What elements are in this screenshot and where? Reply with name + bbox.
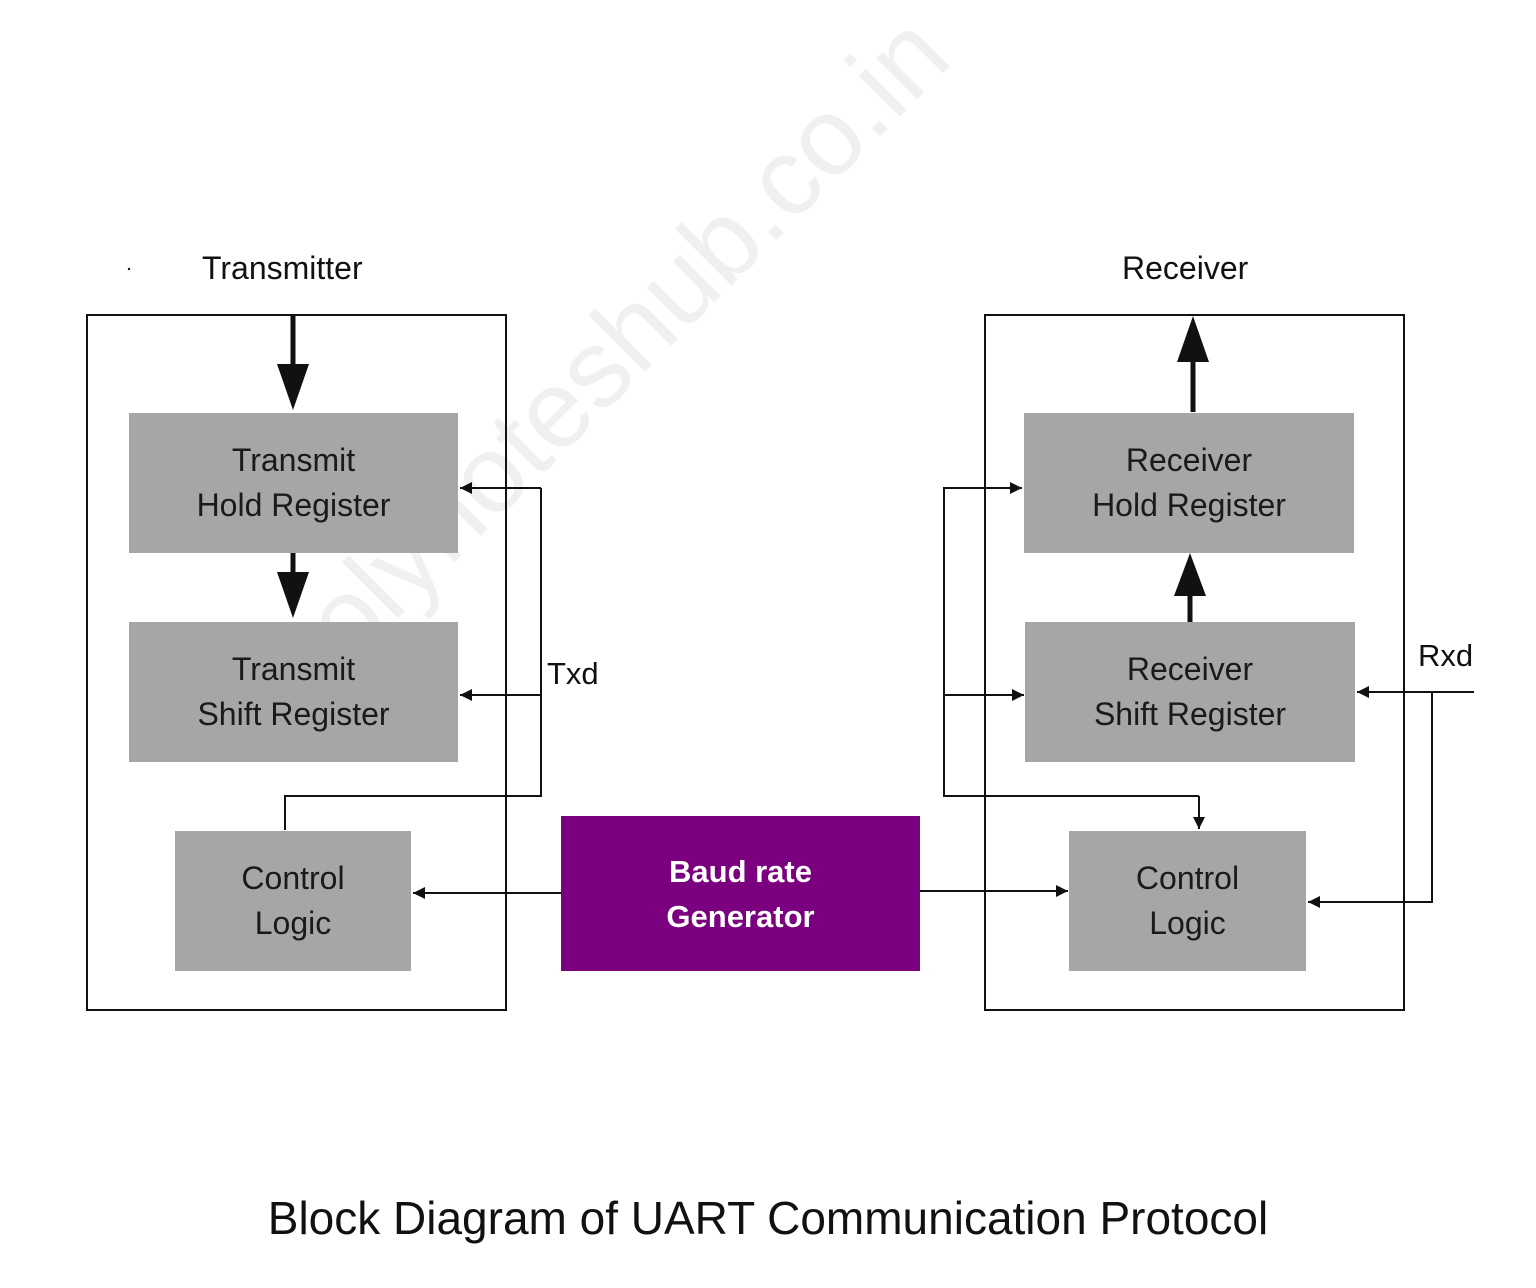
tx-control-logic: Control Logic [175,831,411,971]
receiver-frame [984,314,1405,1011]
receiver-shift-register-line1: Receiver [1126,651,1254,687]
tx-input-arrow [277,316,309,410]
rxd-input-line [1308,686,1474,908]
rx-control-logic-line1: Control [1135,860,1240,896]
rx-output-arrow [1177,316,1209,412]
transmit-hold-register: Transmit Hold Register [129,413,458,553]
tx-hold-to-shift-arrow [277,553,309,618]
receiver-shift-register: Receiver Shift Register [1025,622,1355,762]
transmit-shift-register: Transmit Shift Register [129,622,458,762]
rx-control-logic: Control Logic [1069,831,1306,971]
receiver-hold-register-line1: Receiver [1125,442,1253,478]
transmit-shift-register-line2: Shift Register [197,696,390,732]
baud-rate-generator-line2: Generator [666,898,815,934]
rx-control-logic-line2: Logic [1149,905,1226,941]
stray-dot [127,267,131,271]
tx-control-logic-line2: Logic [254,905,332,941]
rx-control-bus [943,482,1205,829]
tx-control-bus [284,482,542,830]
receiver-hold-register-line2: Hold Register [1092,487,1286,523]
baud-rate-generator-line1: Baud rate [669,853,812,889]
transmitter-frame [86,314,507,1011]
receiver-title: Receiver [1122,250,1249,286]
transmit-hold-register-line2: Hold Register [196,487,391,523]
diagram-caption: Block Diagram of UART Communication Prot… [267,1192,1269,1244]
receiver-shift-register-line2: Shift Register [1093,696,1287,732]
transmit-shift-register-line1: Transmit [231,651,356,687]
tx-control-logic-line1: Control [241,860,345,896]
transmitter-title: Transmitter [202,250,363,286]
rx-shift-to-hold-arrow [1174,553,1206,622]
baud-rate-generator: Baud rate Generator [561,816,920,971]
transmit-hold-register-line1: Transmit [231,442,356,478]
txd-label: Txd [547,656,599,691]
rxd-label: Rxd [1418,638,1474,673]
receiver-hold-register: Receiver Hold Register [1024,413,1354,553]
